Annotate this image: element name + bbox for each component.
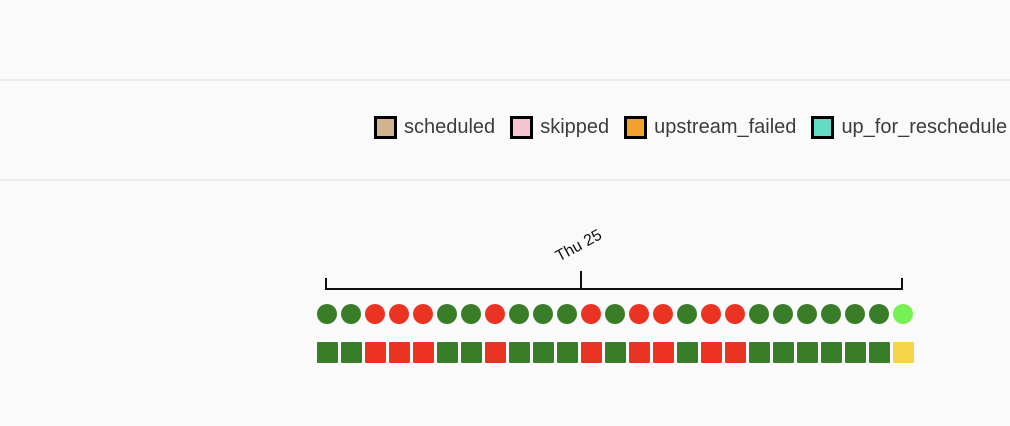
legend-swatch-upstream_failed xyxy=(624,116,648,139)
legend-swatch-skipped xyxy=(510,116,534,139)
task-instance-square-success[interactable] xyxy=(461,342,482,363)
axis-tick-label: Thu 25 xyxy=(552,226,605,266)
dag-run-circle-failed[interactable] xyxy=(485,304,505,324)
task-instance-square-success[interactable] xyxy=(821,342,842,363)
dag-run-circle-success[interactable] xyxy=(461,304,481,324)
legend-divider xyxy=(0,179,1010,181)
dag-run-circle-failed[interactable] xyxy=(653,304,673,324)
task-instance-square-failed[interactable] xyxy=(389,342,410,363)
task-instance-square-success[interactable] xyxy=(557,342,578,363)
task-instance-square-failed[interactable] xyxy=(365,342,386,363)
task-instance-square-success[interactable] xyxy=(437,342,458,363)
time-axis-date-tick xyxy=(580,271,582,288)
task-instance-square-up_for_retry[interactable] xyxy=(893,342,914,363)
legend-item-upstream_failed: upstream_failed xyxy=(624,116,796,139)
dag-run-circle-failed[interactable] xyxy=(629,304,649,324)
dag-run-circle-failed[interactable] xyxy=(389,304,409,324)
dag-run-circle-success[interactable] xyxy=(437,304,457,324)
task-instance-square-success[interactable] xyxy=(509,342,530,363)
state-legend: scheduled skipped upstream_failed up_for_re… xyxy=(374,116,1010,139)
task-instance-square-success[interactable] xyxy=(845,342,866,363)
dag-run-circle-success[interactable] xyxy=(557,304,577,324)
legend-swatch-up_for_reschedule xyxy=(811,116,835,139)
task-instance-square-failed[interactable] xyxy=(725,342,746,363)
legend-item-skipped: skipped xyxy=(510,116,609,139)
task-instance-square-success[interactable] xyxy=(605,342,626,363)
task-instance-square-success[interactable] xyxy=(749,342,770,363)
task-instance-square-success[interactable] xyxy=(341,342,362,363)
dag-run-circle-success[interactable] xyxy=(749,304,769,324)
task-instance-square-failed[interactable] xyxy=(485,342,506,363)
dag-run-circle-success[interactable] xyxy=(533,304,553,324)
task-instance-square-success[interactable] xyxy=(797,342,818,363)
legend-label: scheduled xyxy=(404,116,496,138)
dag-run-circle-failed[interactable] xyxy=(365,304,385,324)
time-axis-line xyxy=(325,288,903,290)
task-instance-square-failed[interactable] xyxy=(701,342,722,363)
task-instance-square-failed[interactable] xyxy=(629,342,650,363)
dag-run-circle-success[interactable] xyxy=(845,304,865,324)
task-instance-square-failed[interactable] xyxy=(581,342,602,363)
time-axis-left-tick xyxy=(325,278,327,288)
dag-run-circle-success[interactable] xyxy=(341,304,361,324)
legend-item-scheduled: scheduled xyxy=(374,116,495,139)
task-instance-square-success[interactable] xyxy=(773,342,794,363)
dag-run-circle-running[interactable] xyxy=(893,304,913,324)
dag-run-circle-failed[interactable] xyxy=(701,304,721,324)
dag-run-circle-success[interactable] xyxy=(605,304,625,324)
dag-run-circle-success[interactable] xyxy=(797,304,817,324)
dag-run-circle-success[interactable] xyxy=(773,304,793,324)
dag-run-circle-failed[interactable] xyxy=(725,304,745,324)
header-divider xyxy=(0,79,1010,81)
legend-label: up_for_reschedule xyxy=(841,116,1008,138)
task-instance-square-success[interactable] xyxy=(869,342,890,363)
task-instance-square-success[interactable] xyxy=(533,342,554,363)
dag-run-circle-success[interactable] xyxy=(509,304,529,324)
task-instance-square-failed[interactable] xyxy=(653,342,674,363)
dag-run-circle-success[interactable] xyxy=(677,304,697,324)
dag-run-circle-success[interactable] xyxy=(869,304,889,324)
task-instance-square-success[interactable] xyxy=(677,342,698,363)
dag-run-circle-failed[interactable] xyxy=(581,304,601,324)
task-instance-square-success[interactable] xyxy=(317,342,338,363)
time-axis-right-tick xyxy=(901,278,903,288)
dag-run-circle-success[interactable] xyxy=(821,304,841,324)
dag-run-circle-failed[interactable] xyxy=(413,304,433,324)
legend-swatch-scheduled xyxy=(374,116,397,139)
legend-item-up_for_reschedule: up_for_reschedule xyxy=(811,116,1007,139)
task-instance-square-failed[interactable] xyxy=(413,342,434,363)
legend-label: upstream_failed xyxy=(654,116,797,138)
dag-run-circle-success[interactable] xyxy=(317,304,337,324)
legend-label: skipped xyxy=(540,116,610,138)
